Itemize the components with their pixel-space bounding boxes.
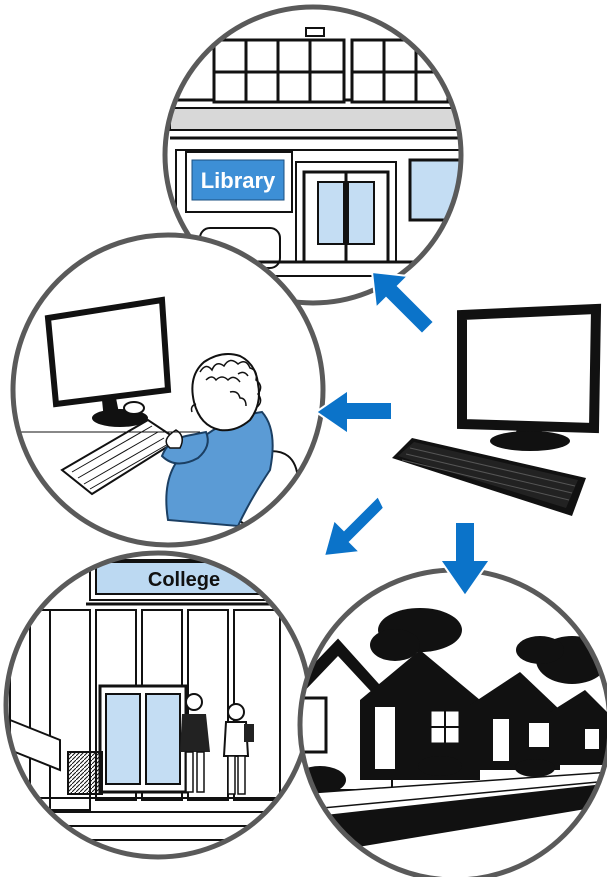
houses-scene xyxy=(280,570,607,877)
person-at-computer-scene xyxy=(13,235,323,545)
keyboard-icon xyxy=(392,438,586,516)
arrow-icon-to-college xyxy=(324,496,384,556)
arrow-icon-to-library xyxy=(372,272,434,334)
library-sign-text: Library xyxy=(201,168,276,193)
college-sign-text: College xyxy=(148,569,220,591)
arrow-icon-to-person xyxy=(316,390,392,434)
college-scene: College xyxy=(0,553,320,857)
computer-icon xyxy=(392,309,596,516)
